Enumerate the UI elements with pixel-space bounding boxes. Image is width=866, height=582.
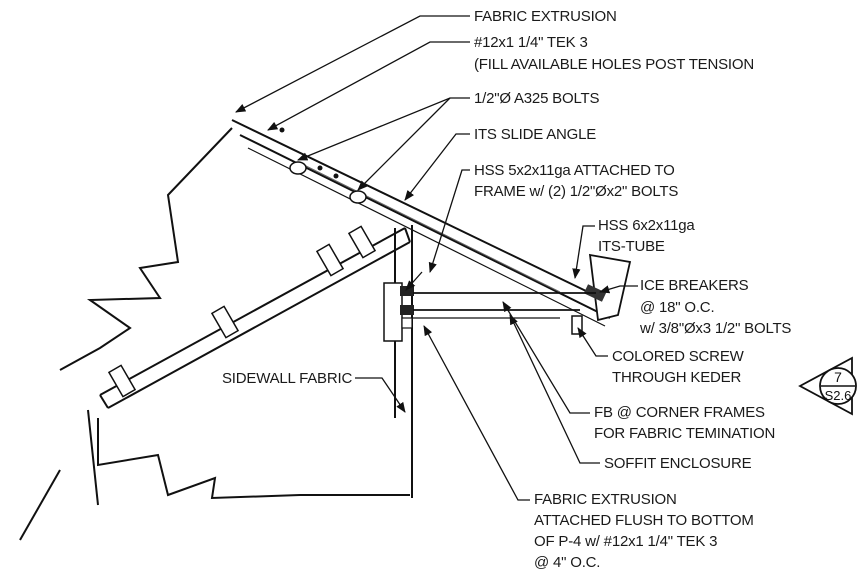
label-soffit-enclosure: SOFFIT ENCLOSURE [604,455,752,472]
rafter-clamps [107,225,377,398]
label-fabric-extrusion-bottom-line-4: @ 4" O.C. [534,554,601,571]
lower-break-line [97,418,410,500]
label-colored-screw-line-1: COLORED SCREW [612,348,744,365]
label-hss6-line-1: HSS 6x2x11ga [598,217,695,234]
label-hss5-line-1: HSS 5x2x11ga ATTACHED TO [474,162,675,179]
label-fabric-extrusion-bottom-line-1: FABRIC EXTRUSION [534,491,677,508]
label-fb-line-1: FB @ CORNER FRAMES [594,404,765,421]
label-ice-breakers-line-1: ICE BREAKERS [640,277,749,294]
detail-tag: 7 S2.6 [798,356,857,416]
label-a325-bolts: 1/2"Ø A325 BOLTS [474,90,600,107]
break-line [59,127,233,371]
label-hss5-line-2: FRAME w/ (2) 1/2"Øx2" BOLTS [474,183,679,200]
leader-lines [235,15,638,501]
roof-rafter [231,119,616,327]
label-ice-breakers-line-2: @ 18" O.C. [640,299,715,316]
label-fb-line-2: FOR FABRIC TEMINATION [594,425,776,442]
its-tube [571,253,632,335]
label-tek-screw-line-2: (FILL AVAILABLE HOLES POST TENSION [474,56,754,73]
label-fabric-extrusion-top: FABRIC EXTRUSION [474,8,617,25]
label-tek-screw-line-1: #12x1 1/4" TEK 3 [474,34,588,51]
label-hss6-line-2: ITS-TUBE [598,238,665,255]
label-sidewall-fabric: SIDEWALL FABRIC [222,370,353,387]
left-cut-line [19,469,61,541]
detail-tag-number: 7 [834,369,842,385]
label-colored-screw-line-2: THROUGH KEDER [612,369,742,386]
label-fabric-extrusion-bottom-line-3: OF P-4 w/ #12x1 1/4" TEK 3 [534,533,718,550]
rafter-bolts [279,127,367,204]
soffit-frame [383,282,596,342]
detail-tag-sheet: S2.6 [825,388,852,403]
label-its-slide-angle: ITS SLIDE ANGLE [474,126,597,143]
label-fabric-extrusion-bottom-line-2: ATTACHED FLUSH TO BOTTOM [534,512,754,529]
lower-rafter [99,227,411,409]
label-ice-breakers-line-3: w/ 3/8"Øx3 1/2" BOLTS [640,320,792,337]
